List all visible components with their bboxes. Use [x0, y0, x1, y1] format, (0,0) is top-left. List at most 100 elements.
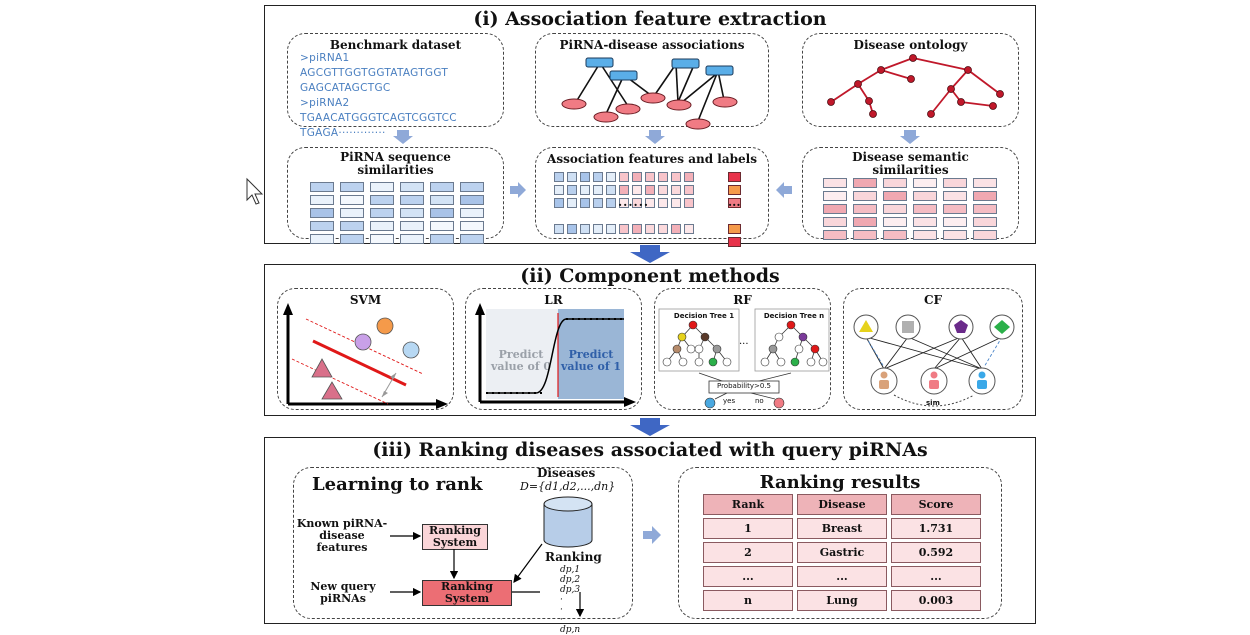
features-dots: ······: [618, 198, 650, 212]
table-cell: Lung: [797, 590, 887, 611]
matrix-cell: [645, 224, 655, 234]
table-cell: Breast: [797, 518, 887, 539]
matrix-cell: [310, 195, 334, 205]
ontology-tree: [827, 54, 1004, 118]
ontology-box: Disease ontology: [802, 33, 1019, 127]
learning-to-rank-title: Learning to rank: [312, 474, 483, 495]
table-cell: 0.003: [891, 590, 981, 611]
matrix-cell: [684, 185, 694, 195]
panel3-title: (iii) Ranking diseases associated with q…: [372, 439, 928, 461]
matrix-cell: [671, 185, 681, 195]
learning-to-rank-box: Learning to rank Diseases D={d1,d2,...,d…: [293, 466, 633, 635]
matrix-cell: [853, 191, 877, 201]
matrix-cell: [853, 230, 877, 240]
svm-box: SVM: [277, 288, 454, 410]
known-features-label: Known piRNA- disease features: [296, 517, 388, 554]
matrix-cell: [973, 217, 997, 227]
cf-title: CF: [923, 293, 943, 307]
matrix-cell: [340, 221, 364, 231]
matrix-cell: [619, 172, 629, 182]
label-cell: [728, 185, 741, 195]
matrix-cell: [943, 191, 967, 201]
left-arrow-icon: [776, 182, 792, 198]
sequence-similarity-matrix: [310, 182, 484, 244]
matrix-cell: [400, 208, 424, 218]
cf-diagram: [853, 314, 1015, 407]
cf-box: CF sim: [843, 288, 1023, 410]
down-arrow-icon: [900, 130, 920, 144]
matrix-cell: [684, 172, 694, 182]
matrix-cell: [671, 172, 681, 182]
feature-extraction-panel: (i) Association feature extraction Bench…: [264, 5, 1036, 247]
matrix-cell: [883, 191, 907, 201]
table-cell: ...: [797, 566, 887, 587]
semantic-similarities-box: Disease semantic similarities: [802, 147, 1019, 240]
matrix-cell: [973, 191, 997, 201]
sequence-text: >piRNA1 AGCGTTGGTGGTATAGTGGT GAGCATAGCTG…: [300, 51, 457, 141]
matrix-cell: [823, 217, 847, 227]
lr-title: LR: [544, 293, 563, 307]
lr-box: LR Predict value of 0 Predict value of 1: [465, 288, 642, 410]
rf-treen-label: Decision Tree n: [763, 312, 825, 320]
matrix-cell: [658, 172, 668, 182]
matrix-cell: [430, 221, 454, 231]
ranking-list-item: dp,3: [560, 585, 581, 595]
rf-box: RF Decision Tree 1 Decision Tree n ···: [654, 288, 831, 410]
right-arrow-icon: [643, 526, 661, 544]
diseases-set: D={d1,d2,...,dn}: [520, 480, 616, 493]
table-cell: 0.592: [891, 542, 981, 563]
matrix-cell: [340, 208, 364, 218]
ranking-system-box: Ranking System: [422, 524, 488, 550]
matrix-cell: [823, 178, 847, 188]
ranking-list-item: ·: [560, 605, 563, 615]
matrix-cell: [645, 185, 655, 195]
matrix-cell: [310, 234, 334, 244]
ranking-system-query-box: Ranking System: [422, 580, 512, 606]
matrix-cell: [943, 230, 967, 240]
matrix-cell: [684, 198, 694, 208]
sequence-similarities-title: PiRNA sequence similarities: [340, 150, 451, 177]
matrix-cell: [430, 195, 454, 205]
matrix-cell: [593, 172, 603, 182]
matrix-cell: [554, 172, 564, 182]
bipartite-graph: [561, 57, 738, 130]
matrix-cell: [606, 198, 616, 208]
rf-no-label: no: [755, 397, 764, 405]
matrix-cell: [593, 185, 603, 195]
feature-matrix: [554, 172, 694, 234]
sequence-line: TGAACATGGGTCAGTCGGTCC: [300, 112, 457, 124]
matrix-cell: [645, 172, 655, 182]
rf-yes-label: yes: [723, 397, 736, 405]
matrix-cell: [883, 217, 907, 227]
matrix-cell: [671, 198, 681, 208]
matrix-cell: [310, 182, 334, 192]
matrix-cell: [554, 198, 564, 208]
panel2-title: (ii) Component methods: [520, 265, 780, 287]
matrix-cell: [370, 234, 394, 244]
matrix-cell: [567, 185, 577, 195]
ranking-list-item: ·: [560, 595, 563, 605]
features-box: Association features and labels ······ ·…: [535, 147, 769, 247]
sequence-line: TGAGA·············: [300, 127, 386, 139]
matrix-cell: [853, 217, 877, 227]
matrix-cell: [340, 234, 364, 244]
label-cell: [728, 224, 741, 234]
matrix-cell: [310, 208, 334, 218]
matrix-cell: [913, 178, 937, 188]
matrix-cell: [671, 224, 681, 234]
associations-box: PiRNA-disease associations: [535, 33, 769, 130]
matrix-cell: [658, 198, 668, 208]
rf-diagram: [658, 308, 830, 409]
sequence-line: >piRNA2: [300, 97, 350, 109]
features-ellipsis: ···: [728, 198, 741, 212]
table-cell: n: [703, 590, 793, 611]
semantic-similarity-matrix: [823, 178, 997, 240]
matrix-cell: [400, 195, 424, 205]
matrix-cell: [460, 221, 484, 231]
header-rank: Rank: [703, 494, 793, 515]
matrix-cell: [619, 185, 629, 195]
matrix-cell: [853, 178, 877, 188]
label-column: [728, 172, 741, 250]
matrix-cell: [632, 185, 642, 195]
